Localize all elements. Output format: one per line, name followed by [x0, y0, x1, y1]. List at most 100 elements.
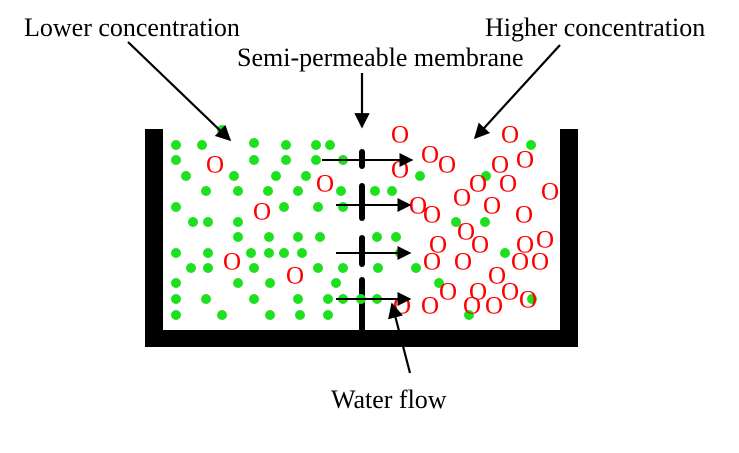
water-molecule	[279, 248, 289, 258]
water-molecule	[293, 186, 303, 196]
lower-concentration-label: Lower concentration	[24, 13, 240, 42]
water-molecule	[233, 278, 243, 288]
water-flow-label: Water flow	[331, 385, 447, 414]
solute-molecule: O	[516, 147, 534, 174]
water-molecule	[281, 140, 291, 150]
solute-molecule: O	[531, 249, 549, 276]
solute-molecule: O	[469, 279, 487, 306]
water-molecule	[203, 263, 213, 273]
solute-molecule: O	[519, 287, 537, 314]
water-molecule	[203, 248, 213, 258]
water-molecule	[264, 232, 274, 242]
solute-molecule: O	[485, 293, 503, 320]
water-molecule	[323, 294, 333, 304]
water-molecule	[217, 310, 227, 320]
water-molecule	[313, 263, 323, 273]
solute-molecule: O	[483, 193, 501, 220]
solute-molecule: O	[453, 185, 471, 212]
water-molecule	[415, 171, 425, 181]
water-molecule	[171, 294, 181, 304]
water-molecule	[229, 171, 239, 181]
container-left-wall	[145, 129, 163, 347]
water-molecule	[500, 248, 510, 258]
solute-molecule: O	[471, 232, 489, 259]
water-molecule	[325, 140, 335, 150]
solute-molecule: O	[501, 279, 519, 306]
solute-molecule: O	[391, 122, 409, 149]
flow-arrows	[322, 153, 414, 306]
solute-molecule: O	[491, 152, 509, 179]
water-molecule	[295, 310, 305, 320]
pointer-arrows	[127, 41, 561, 374]
water-molecule	[370, 186, 380, 196]
solute-molecule: O	[454, 249, 472, 276]
solute-molecule: O	[515, 202, 533, 229]
water-molecule	[249, 155, 259, 165]
solute-molecule: O	[469, 171, 487, 198]
solute-molecule: O	[423, 202, 441, 229]
water-molecule	[233, 217, 243, 227]
solute-molecule: O	[501, 122, 519, 149]
solute-molecule: O	[223, 249, 241, 276]
water-molecule	[171, 155, 181, 165]
water-molecule	[233, 186, 243, 196]
water-molecule	[480, 217, 490, 227]
water-molecule	[481, 171, 491, 181]
water-molecule	[293, 232, 303, 242]
water-molecule	[246, 248, 256, 258]
higher-concentration-label: Higher concentration	[485, 13, 705, 42]
water-molecule	[331, 278, 341, 288]
solute-molecule: O	[511, 249, 529, 276]
lower-concentration-pointer	[127, 41, 232, 142]
water-molecule	[387, 186, 397, 196]
container	[145, 129, 578, 347]
solute-molecule: O	[516, 232, 534, 259]
water-molecule	[249, 263, 259, 273]
water-molecule	[171, 248, 181, 258]
water-molecule	[293, 294, 303, 304]
water-molecule	[265, 310, 275, 320]
solute-molecule: O	[253, 199, 271, 226]
solute-molecule: O	[488, 263, 506, 290]
water-molecule	[233, 232, 243, 242]
solute-molecule: O	[286, 263, 304, 290]
water-molecule	[527, 294, 537, 304]
water-molecule	[171, 140, 181, 150]
water-molecule	[249, 294, 259, 304]
water-molecule	[451, 217, 461, 227]
water-molecule	[297, 248, 307, 258]
water-flow-pointer	[388, 302, 412, 374]
water-molecule	[434, 278, 444, 288]
water-molecule	[315, 232, 325, 242]
water-molecule	[338, 263, 348, 273]
solute-molecule: O	[457, 219, 475, 246]
solute-molecule: O	[316, 171, 334, 198]
solute-molecule: O	[421, 142, 439, 169]
water-molecule	[372, 232, 382, 242]
water-molecule	[323, 310, 333, 320]
water-molecule	[263, 186, 273, 196]
water-molecule	[265, 278, 275, 288]
solute-molecule: O	[429, 232, 447, 259]
water-molecule	[201, 186, 211, 196]
solute-molecule: O	[409, 193, 427, 220]
solute-molecule: O	[499, 171, 517, 198]
water-molecule	[279, 202, 289, 212]
solute-molecule: O	[463, 293, 481, 320]
solute-molecule: O	[439, 279, 457, 306]
water-molecule	[181, 171, 191, 181]
water-molecule	[391, 232, 401, 242]
water-molecule	[373, 263, 383, 273]
water-molecule	[336, 186, 346, 196]
water-molecule	[171, 202, 181, 212]
solute-molecule: O	[206, 152, 224, 179]
water-molecule	[411, 263, 421, 273]
container-right-wall	[560, 129, 578, 347]
solute-molecule: O	[438, 152, 456, 179]
higher-concentration-pointer	[473, 44, 561, 140]
water-molecule	[203, 217, 213, 227]
water-molecule	[171, 278, 181, 288]
container-bottom	[145, 330, 578, 347]
